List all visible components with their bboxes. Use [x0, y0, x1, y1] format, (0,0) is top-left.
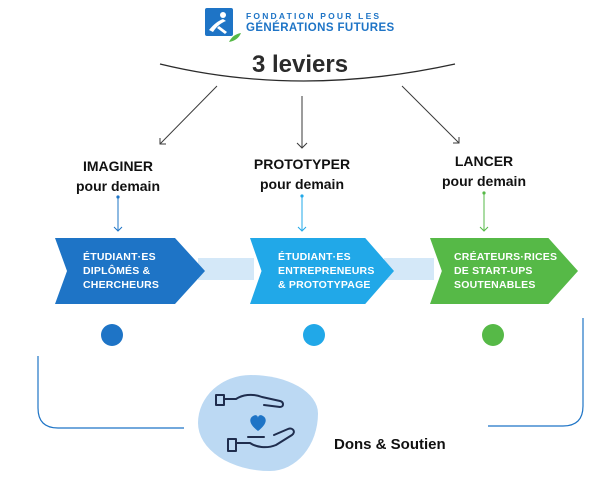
- chevron-box-1: ÉTUDIANT·ES DIPLÔMÉS & CHERCHEURS: [55, 238, 205, 304]
- box-3-line-3: SOUTENABLES: [454, 279, 536, 291]
- lever-1-sub: pour demain: [75, 178, 160, 194]
- lever-2-sub: pour demain: [259, 176, 344, 192]
- chevron-box-3: CRÉATEURS·RICES DE START-UPS SOUTENABLES: [430, 238, 578, 304]
- box-2-line-3: & PROTOTYPAGE: [278, 279, 371, 291]
- header-arc: [159, 63, 456, 82]
- box-1-line-3: CHERCHEURS: [83, 279, 160, 291]
- lever-3-dot: [482, 324, 504, 346]
- lever-title-2: PROTOTYPER pour demain: [240, 154, 364, 194]
- link-glow-2: [384, 258, 434, 280]
- lever-3-name: LANCER: [454, 153, 514, 169]
- chevron-box-2: ÉTUDIANT·ES ENTREPRENEURS & PROTOTYPAGE: [250, 238, 394, 304]
- lever-2-dot: [303, 324, 325, 346]
- foundation-logo-icon: [205, 8, 233, 36]
- box-2-line-1: ÉTUDIANT·ES: [278, 251, 351, 263]
- lever-1-dot: [101, 324, 123, 346]
- lever-2-name: PROTOTYPER: [253, 156, 351, 172]
- lever-1-name: IMAGINER: [83, 158, 153, 174]
- lever-title-1: IMAGINER pour demain: [58, 156, 178, 196]
- arrow-lever-3: [401, 85, 460, 144]
- lever-3-sub: pour demain: [441, 173, 526, 189]
- lever-title-3: LANCER pour demain: [424, 151, 544, 191]
- hands-heart-icon: [215, 393, 295, 452]
- arrow-lever-1: [159, 85, 218, 145]
- logo-text-line2: GÉNÉRATIONS FUTURES: [246, 22, 395, 34]
- logo-text-line1: FONDATION POUR LES: [246, 11, 382, 21]
- logo-leaf-icon: [229, 33, 241, 42]
- box-3-line-2: DE START-UPS: [454, 265, 533, 277]
- bracket-left: [37, 356, 184, 429]
- link-glow-1: [198, 258, 254, 280]
- box-1-line-1: ÉTUDIANT·ES: [83, 251, 156, 263]
- box-3-line-1: CRÉATEURS·RICES: [454, 251, 558, 263]
- bracket-right: [488, 318, 584, 427]
- box-2-line-2: ENTREPRENEURS: [278, 265, 375, 277]
- box-1-line-2: DIPLÔMÉS &: [83, 265, 151, 277]
- footer-label: Dons & Soutien: [334, 436, 446, 453]
- diagram-title: 3 leviers: [251, 51, 349, 78]
- heart-icon: [250, 415, 266, 431]
